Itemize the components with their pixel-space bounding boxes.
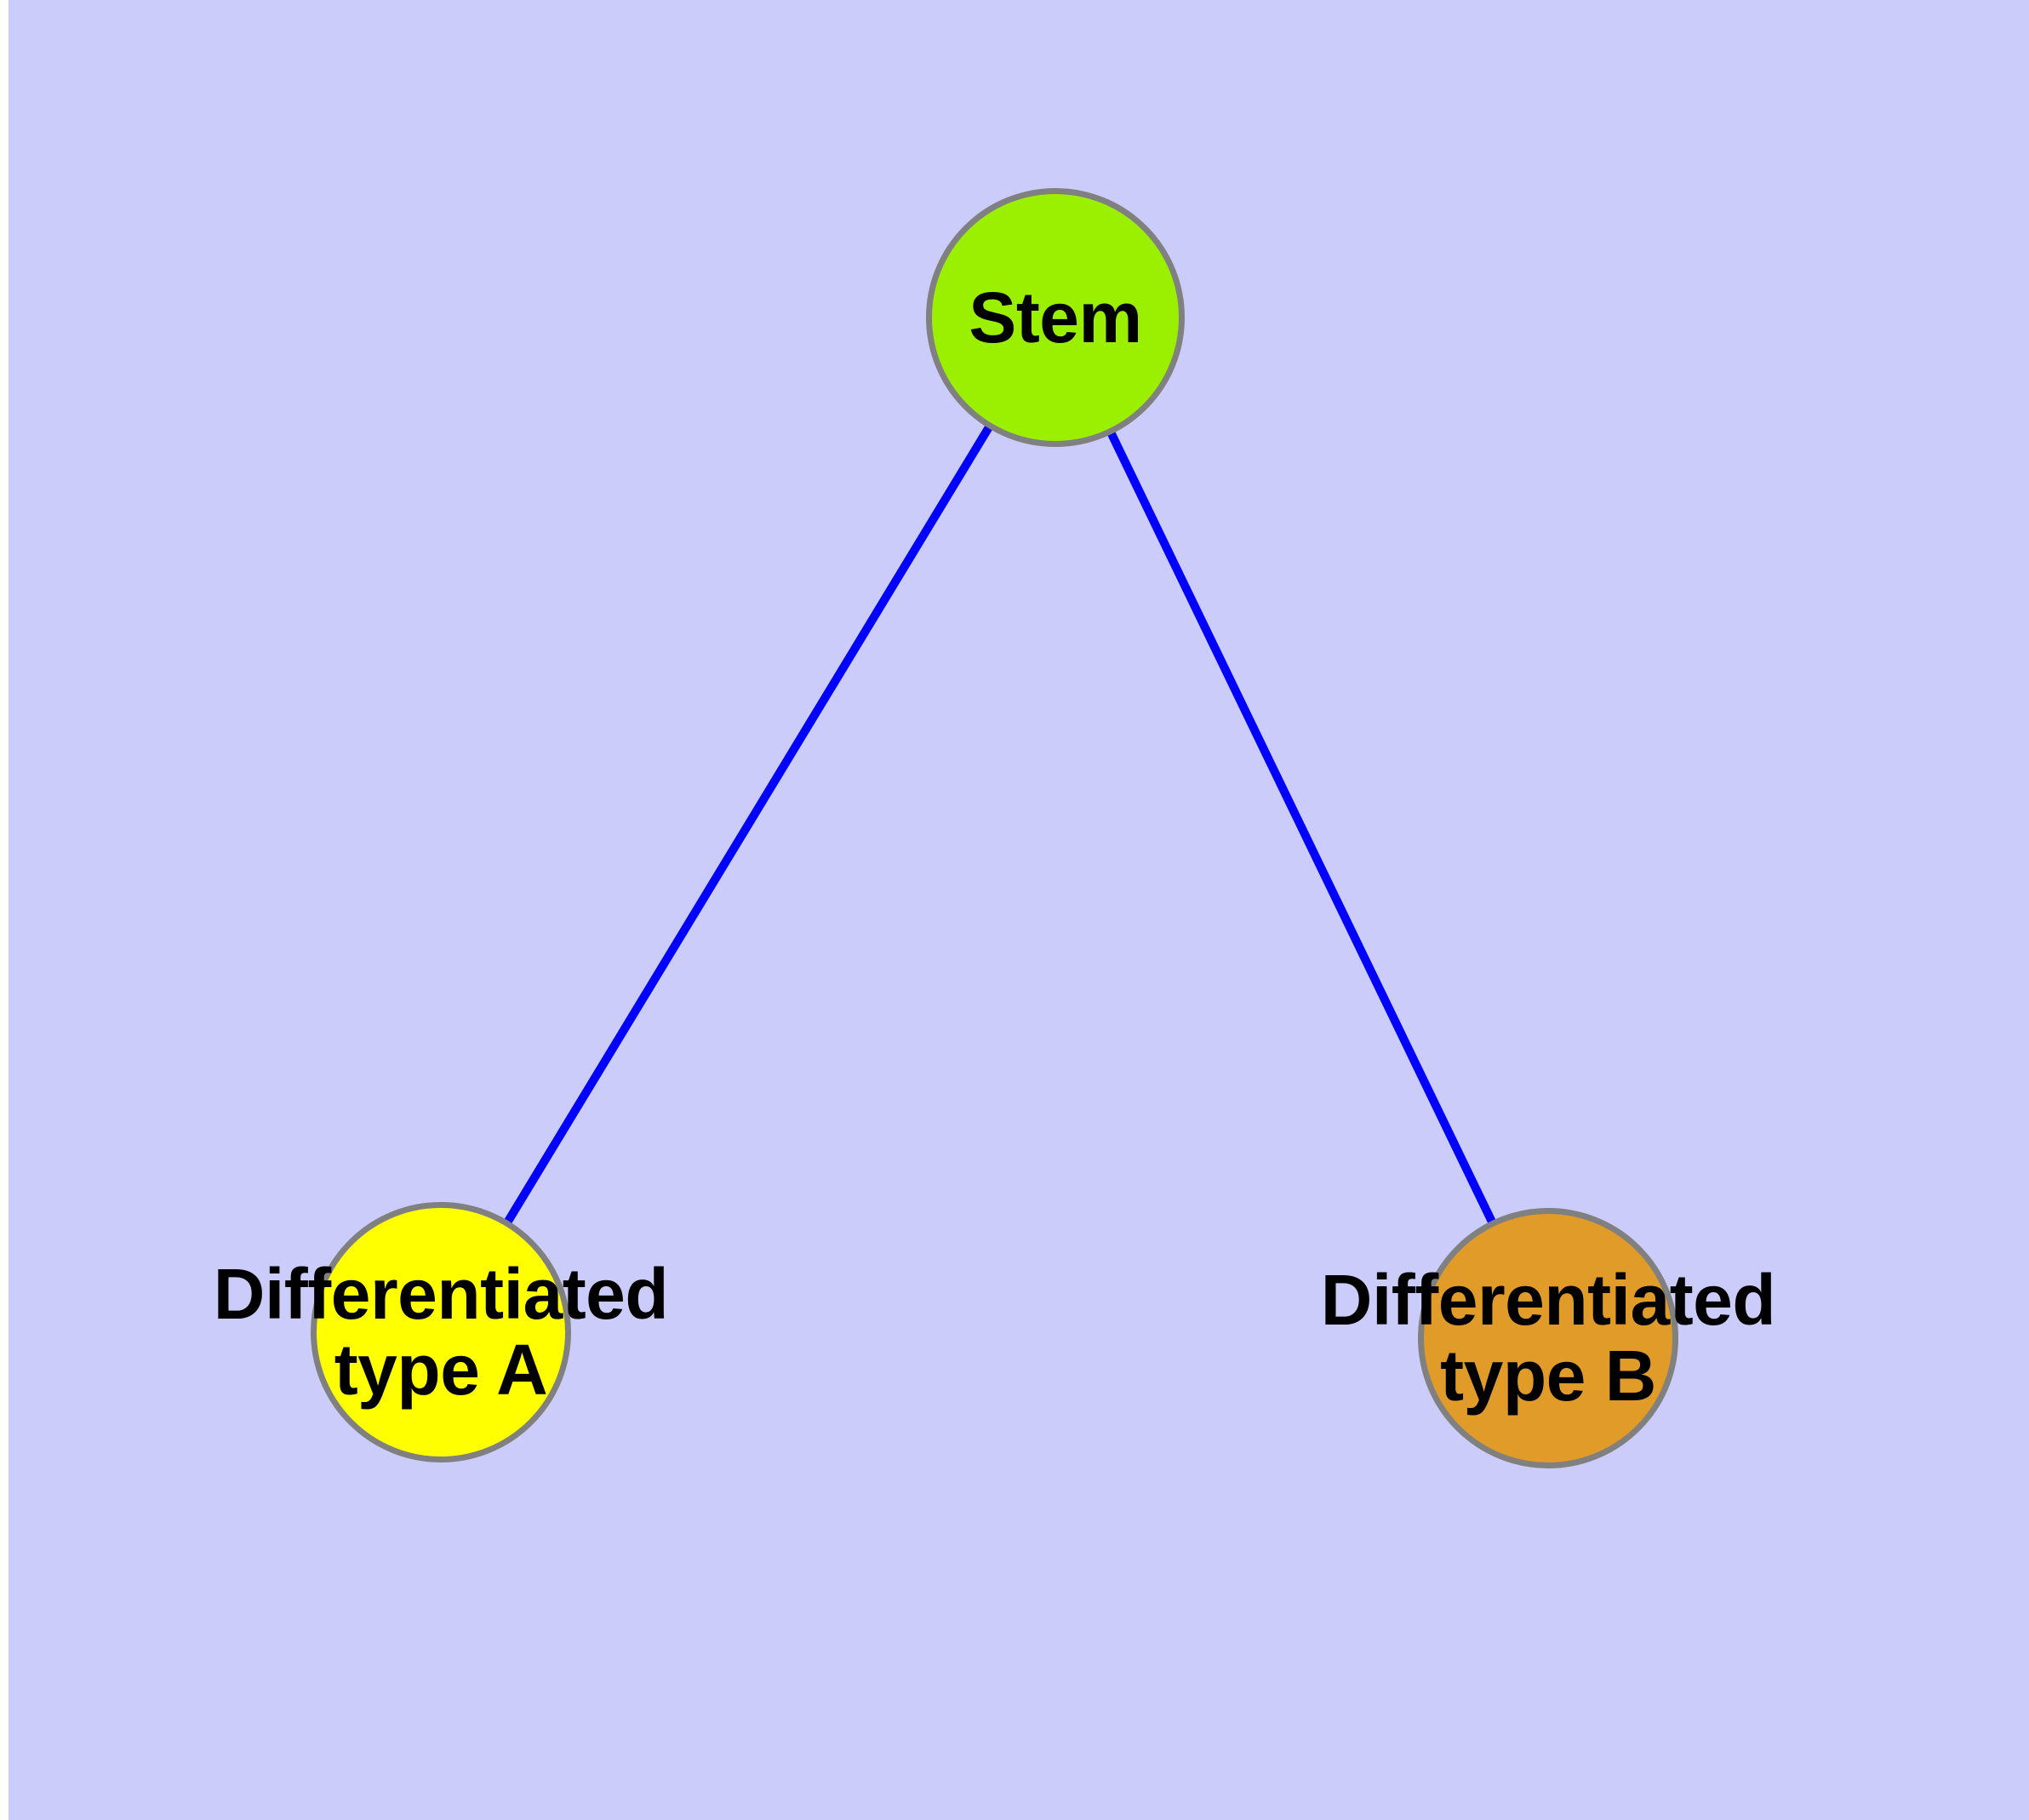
edge-layer [437,315,1552,1341]
edge-stem-to-differentiated-type-a[interactable] [437,315,1060,1335]
node-differentiated-type-a[interactable] [311,1202,571,1462]
edge-stem-to-differentiated-type-b[interactable] [1051,315,1552,1341]
node-stem[interactable] [926,188,1185,447]
node-differentiated-type-b[interactable] [1418,1208,1678,1468]
node-label-stem: Stem [969,277,1142,358]
